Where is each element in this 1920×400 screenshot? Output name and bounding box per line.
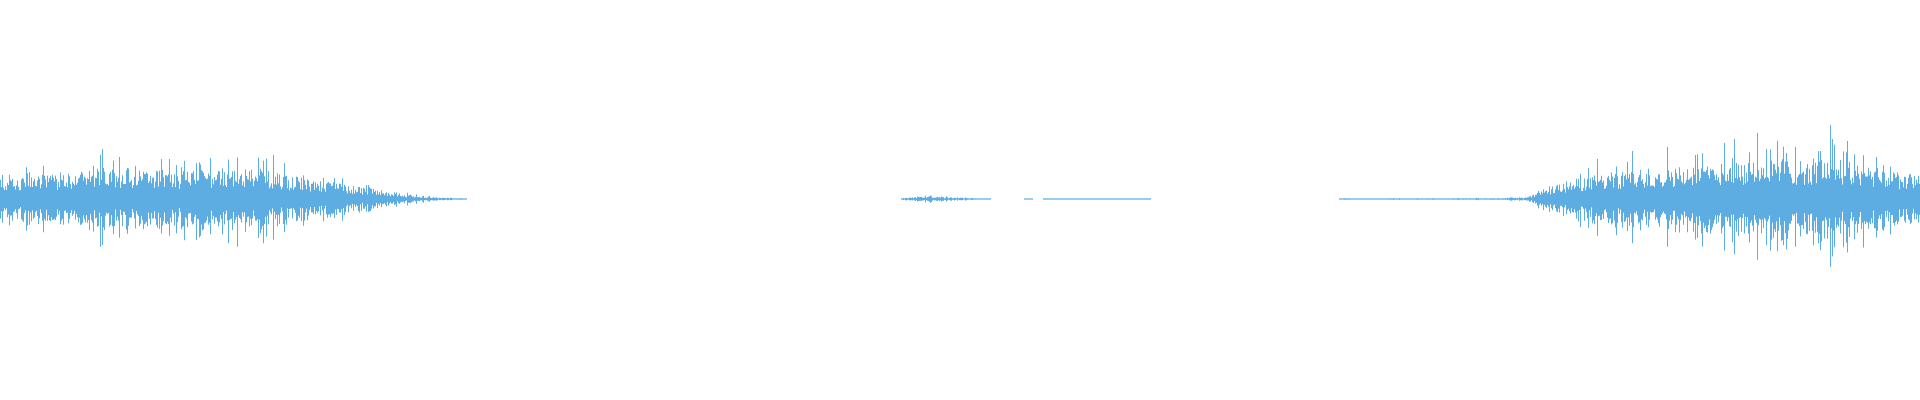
waveform-sample-lines: [0, 125, 1920, 268]
waveform-samples: [0, 125, 1920, 268]
